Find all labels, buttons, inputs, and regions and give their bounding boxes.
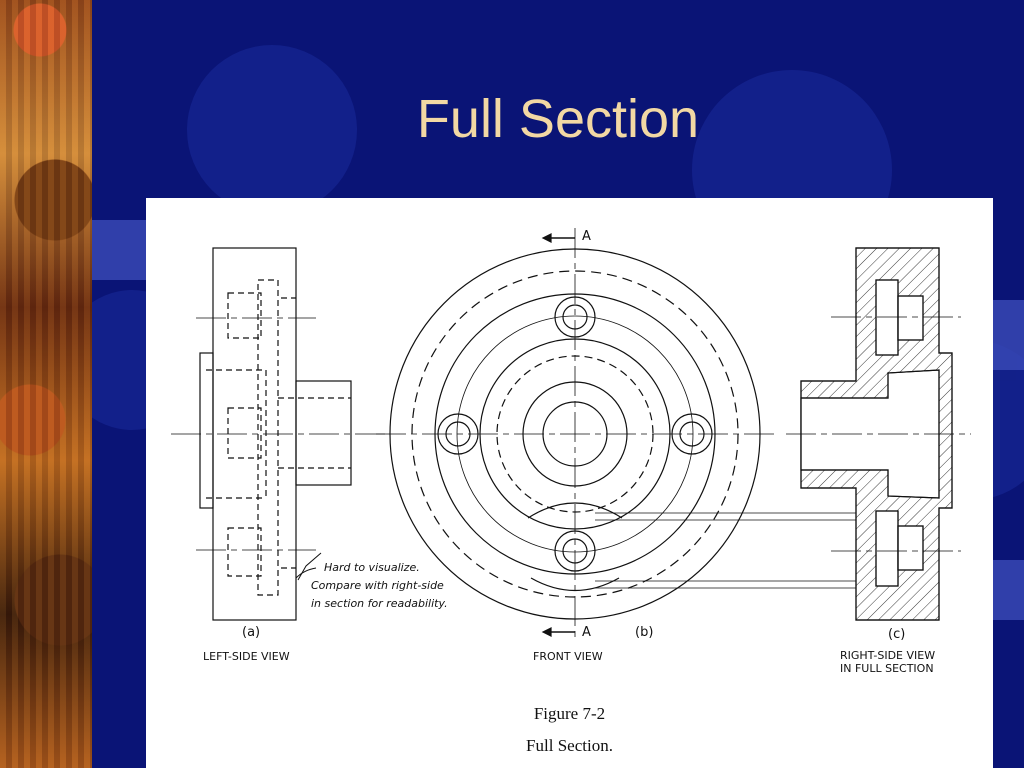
panel-c-label-line2: IN FULL SECTION — [840, 662, 934, 675]
note-line1: Hard to visualize. — [324, 561, 420, 574]
note-line2: Compare with right-side — [311, 579, 444, 592]
note-line3: in section for readability. — [311, 597, 448, 610]
figure-number: Figure 7-2 — [533, 704, 606, 723]
projection-lines — [595, 512, 856, 589]
section-label-bottom: A — [582, 625, 591, 640]
panel-c-label-line1: RIGHT-SIDE VIEW — [840, 649, 935, 662]
panel-b-label: FRONT VIEW — [533, 650, 603, 663]
front-view — [376, 228, 776, 638]
panel-b-letter: (b) — [635, 625, 653, 640]
panel-a-label: LEFT-SIDE VIEW — [203, 650, 290, 663]
left-side-view — [171, 247, 386, 621]
panel-c-letter: (c) — [888, 627, 905, 642]
figure-caption: Full Section. — [526, 736, 613, 755]
right-side-view-section — [786, 247, 971, 621]
panel-a-letter: (a) — [242, 625, 260, 640]
slide-title: Full Section — [416, 89, 700, 149]
note-leader — [297, 552, 322, 581]
section-label-top: A — [582, 229, 591, 244]
figure-panel: A A (a) (b) (c) LEFT-SIDE VIEW FRONT VIE… — [146, 198, 993, 768]
decorative-side-strip — [0, 0, 92, 768]
technical-drawing: A A (a) (b) (c) LEFT-SIDE VIEW FRONT VIE… — [171, 228, 971, 675]
